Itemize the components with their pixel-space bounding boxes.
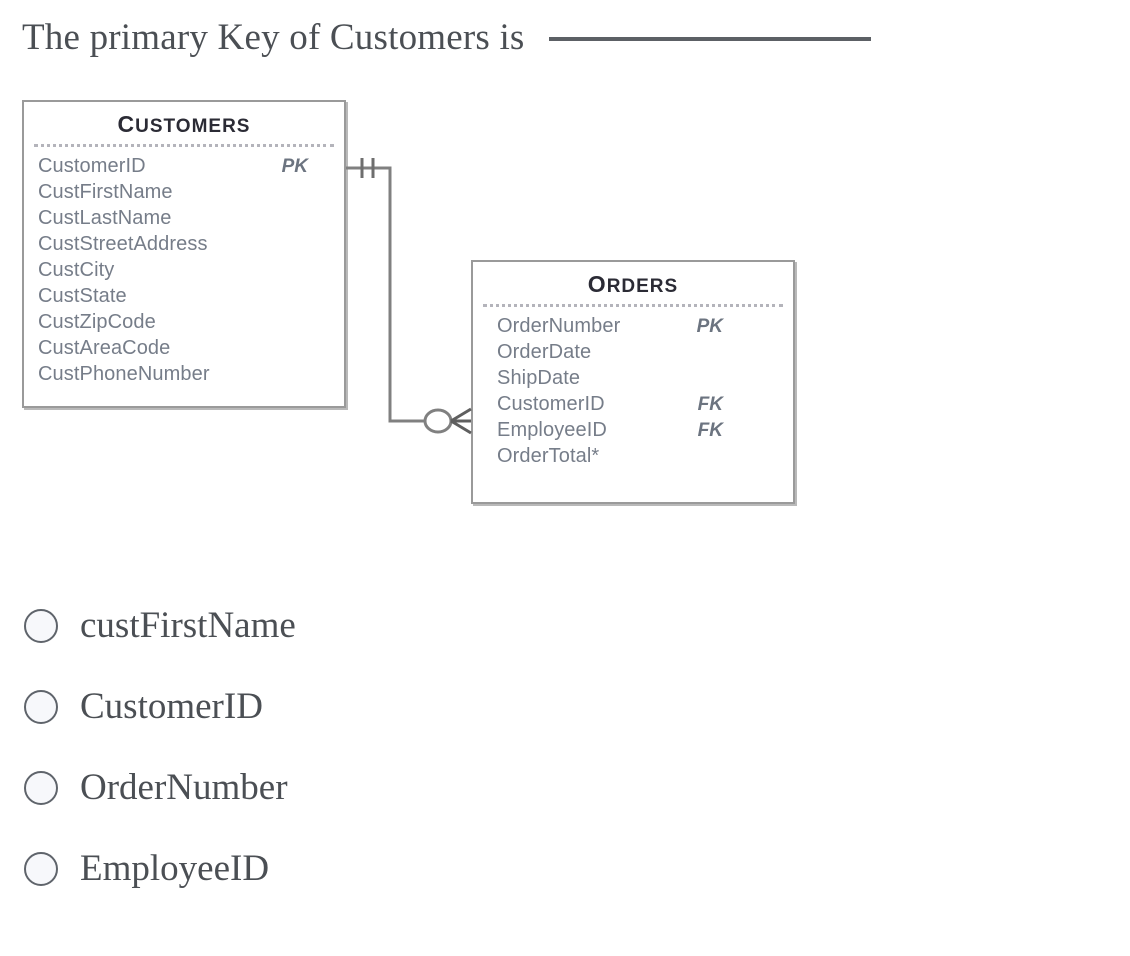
question-text: The primary Key of Customers is [22, 16, 525, 58]
attribute-list-orders: OrderNumber PK OrderDate ShipDate Custom… [473, 313, 793, 469]
attribute-row: OrderTotal* [497, 443, 779, 469]
answer-option-employeeid[interactable]: EmployeeID [24, 828, 724, 909]
answer-option-label[interactable]: CustomerID [80, 686, 263, 727]
entity-title-orders: ORDERS [473, 262, 793, 302]
erd-diagram: CUSTOMERS CustomerID PK CustFirstName Cu… [0, 90, 880, 520]
relationship-line [346, 166, 425, 423]
entity-title-customers-initial: C [117, 111, 136, 137]
entity-title-customers: CUSTOMERS [24, 102, 344, 142]
attribute-name: OrderDate [497, 341, 592, 363]
attribute-name: ShipDate [497, 367, 581, 389]
question-prompt: The primary Key of Customers is [22, 6, 1112, 68]
attribute-row: CustAreaCode [38, 335, 330, 361]
attribute-row: CustLastName [38, 205, 330, 231]
attribute-row: OrderNumber PK [497, 313, 779, 339]
attribute-row: CustomerID PK [38, 153, 330, 179]
attribute-name: CustZipCode [38, 311, 156, 333]
entity-title-customers-rest: USTOMERS [135, 116, 251, 137]
attribute-row: CustState [38, 283, 330, 309]
attribute-key: FK [697, 420, 723, 441]
attribute-name: CustomerID [38, 155, 146, 177]
entity-box-orders: ORDERS OrderNumber PK OrderDate ShipDate… [471, 260, 795, 504]
attribute-key: PK [696, 316, 723, 337]
attribute-name: CustState [38, 285, 127, 307]
attribute-name: CustAreaCode [38, 337, 171, 359]
answer-option-custfirstname[interactable]: custFirstName [24, 585, 724, 666]
attribute-row: CustZipCode [38, 309, 330, 335]
radio-button-icon[interactable] [24, 851, 58, 886]
attribute-name: CustPhoneNumber [38, 363, 210, 385]
answer-option-label[interactable]: custFirstName [80, 605, 296, 646]
attribute-row: CustCity [38, 257, 330, 283]
entity-divider-orders [483, 304, 783, 307]
attribute-row: CustFirstName [38, 179, 330, 205]
attribute-list-customers: CustomerID PK CustFirstName CustLastName… [24, 153, 344, 387]
radio-button-icon[interactable] [24, 608, 58, 643]
radio-button-icon[interactable] [24, 689, 58, 724]
attribute-name: OrderNumber [497, 315, 621, 337]
crowsfoot-prong-top [450, 407, 472, 423]
cardinality-zero-circle [423, 408, 453, 434]
attribute-key: PK [281, 156, 308, 177]
attribute-name: EmployeeID [497, 419, 607, 441]
attribute-name: CustFirstName [38, 181, 173, 203]
attribute-row: EmployeeID FK [497, 417, 779, 443]
attribute-row: CustPhoneNumber [38, 361, 330, 387]
attribute-name: CustStreetAddress [38, 233, 208, 255]
radio-button-icon[interactable] [24, 770, 58, 805]
answer-option-label[interactable]: OrderNumber [80, 767, 288, 808]
attribute-name: CustLastName [38, 207, 172, 229]
entity-title-orders-rest: RDERS [606, 276, 679, 297]
attribute-row: OrderDate [497, 339, 779, 365]
attribute-row: ShipDate [497, 365, 779, 391]
entity-divider-customers [34, 144, 334, 147]
entity-box-customers: CUSTOMERS CustomerID PK CustFirstName Cu… [22, 100, 346, 408]
attribute-row: CustStreetAddress [38, 231, 330, 257]
attribute-key: FK [697, 394, 723, 415]
entity-title-orders-initial: O [587, 271, 607, 297]
answer-blank-underline [548, 37, 871, 41]
answer-option-customerid[interactable]: CustomerID [24, 666, 724, 747]
crowsfoot-prong-bottom [450, 419, 472, 435]
attribute-row: CustomerID FK [497, 391, 779, 417]
answer-option-ordernumber[interactable]: OrderNumber [24, 747, 724, 828]
attribute-name: CustCity [38, 259, 115, 281]
attribute-name: OrderTotal* [497, 445, 600, 467]
answer-options-list: custFirstName CustomerID OrderNumber Emp… [24, 585, 724, 909]
attribute-name: CustomerID [497, 393, 605, 415]
answer-option-label[interactable]: EmployeeID [80, 848, 270, 889]
